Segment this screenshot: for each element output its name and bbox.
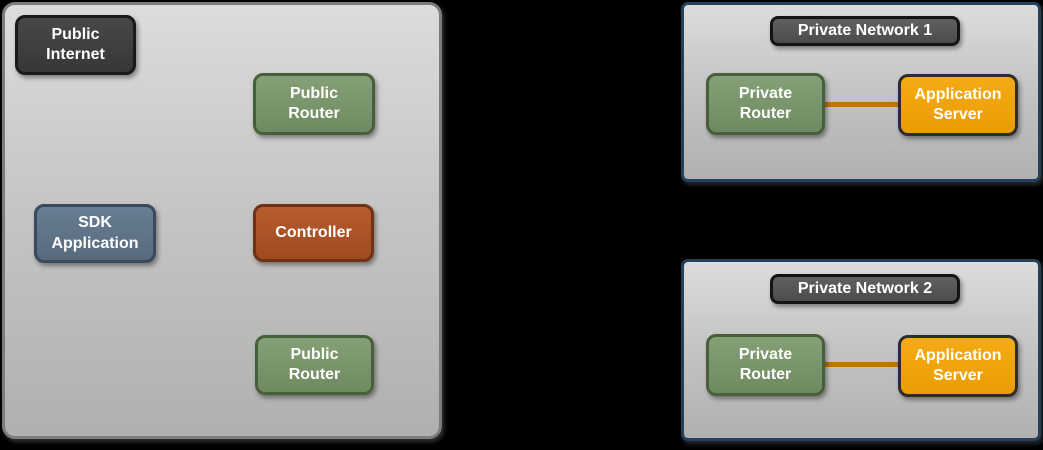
connector-line-network-1 [823, 102, 900, 107]
node-public-router-top: Public Router [253, 73, 375, 135]
node-application-server-2: Application Server [898, 335, 1018, 397]
connector-line-network-2 [823, 362, 900, 367]
node-application-server-1: Application Server [898, 74, 1018, 136]
private-network-1-title: Private Network 1 [770, 16, 960, 46]
node-public-internet: Public Internet [15, 15, 136, 75]
node-private-router-2: Private Router [706, 334, 825, 396]
node-controller: Controller [253, 204, 374, 262]
private-network-2-panel: Private Network 2 Private Router Applica… [681, 259, 1041, 441]
private-network-2-title: Private Network 2 [770, 274, 960, 304]
private-network-1-panel: Private Network 1 Private Router Applica… [681, 2, 1041, 182]
node-public-router-bottom: Public Router [255, 335, 374, 395]
public-zone-panel: Public Internet Public Router SDK Applic… [2, 2, 442, 439]
node-private-router-1: Private Router [706, 73, 825, 135]
node-sdk-application: SDK Application [34, 204, 156, 263]
